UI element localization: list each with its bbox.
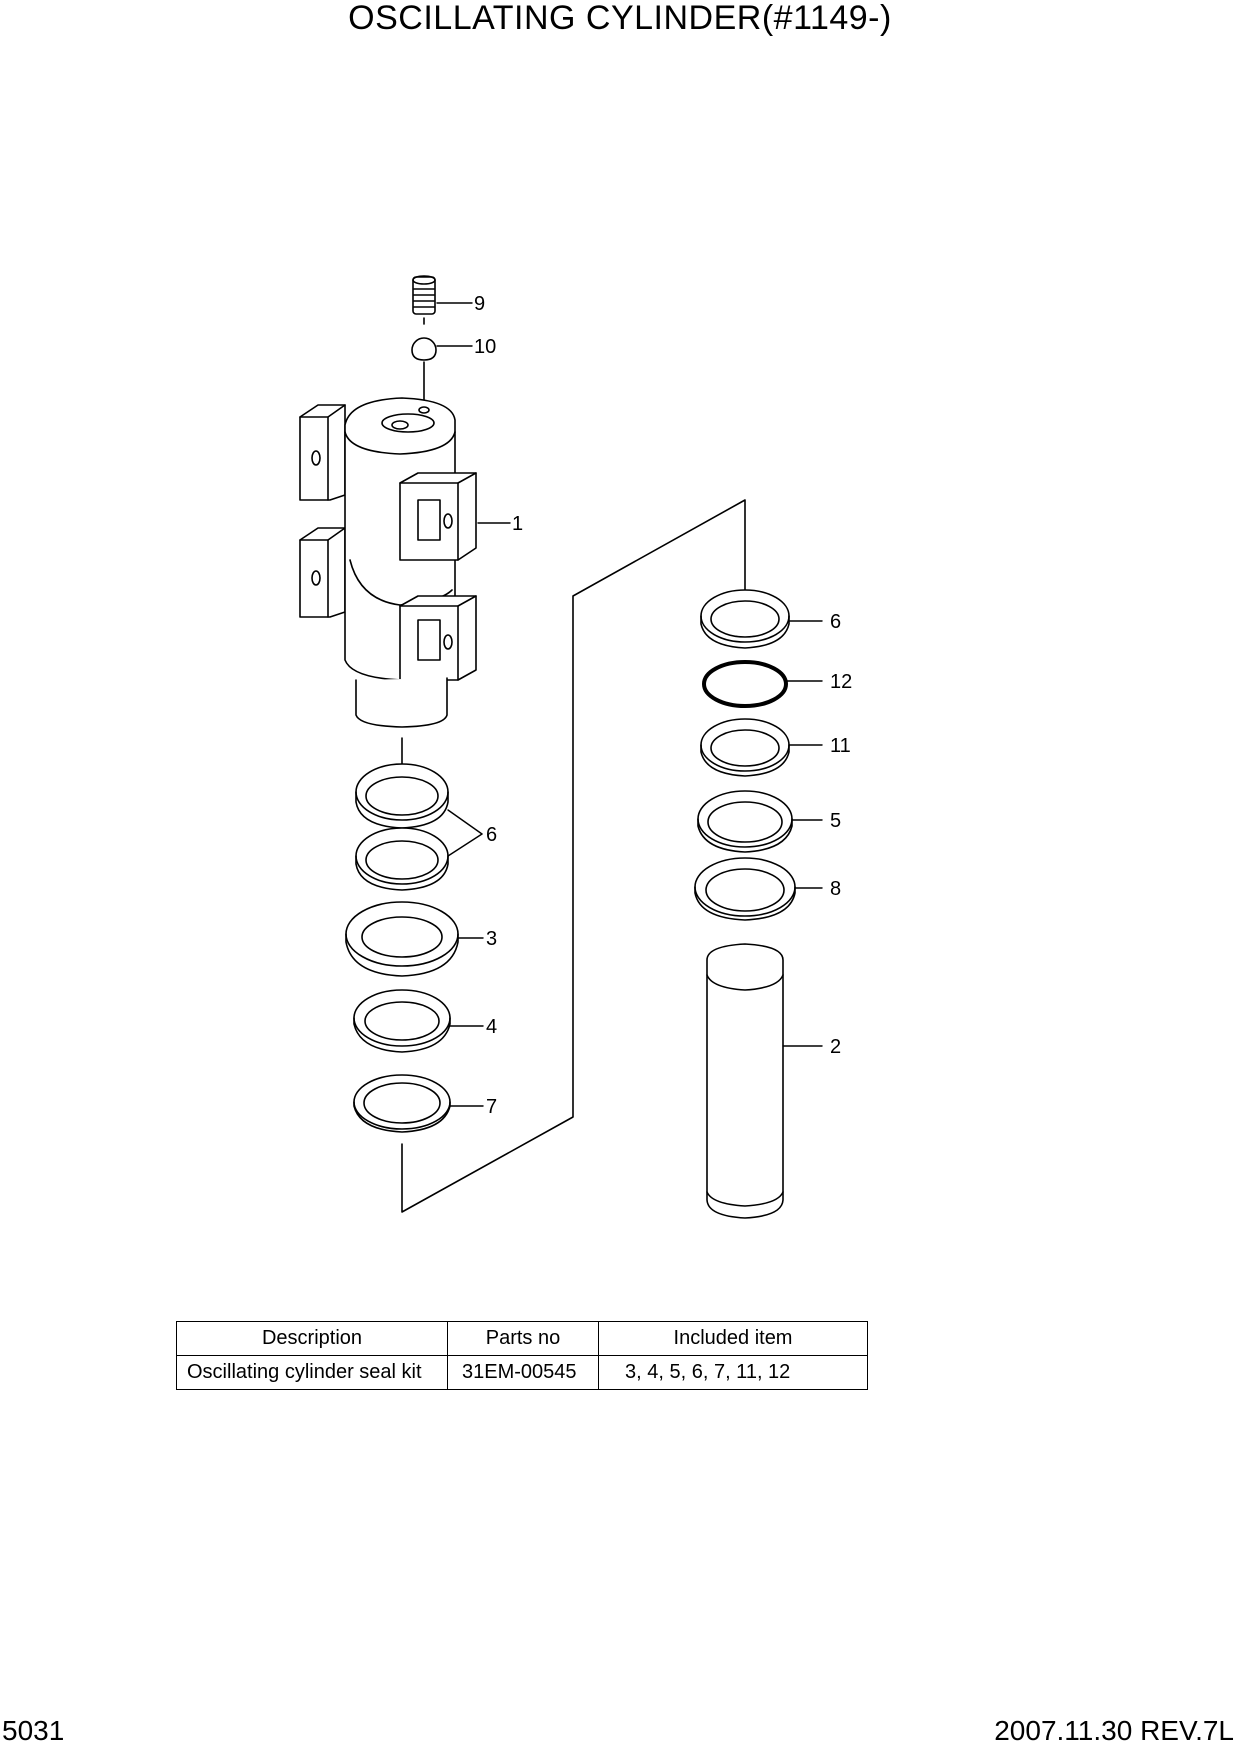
page-number: 5031 [2,1715,65,1746]
callout-4: 4 [486,1016,497,1038]
callout-5: 5 [830,810,841,832]
leader-lines [436,302,823,1107]
table-header-row: Description Parts no Included item [176,1321,868,1356]
callout-3: 3 [486,928,497,950]
column-header-description: Description [176,1321,448,1356]
seal-ring-part-5 [697,790,793,853]
column-header-parts-no: Parts no [447,1321,599,1356]
seal-ring-part-7 [353,1074,451,1133]
callout-11: 11 [830,735,851,757]
set-screw-part-9 [412,275,436,325]
callout-1: 1 [512,513,523,535]
seal-ring-part-11 [700,718,790,777]
callout-6-left: 6 [486,824,497,846]
callout-6-right: 6 [830,611,841,633]
column-header-included-item: Included item [598,1321,868,1356]
o-ring-part-12 [702,660,788,708]
callout-9: 9 [474,293,485,315]
table-row: Oscillating cylinder seal kit 31EM-00545… [176,1355,868,1390]
callout-10: 10 [474,336,496,358]
seal-kit-table: Description Parts no Included item Oscil… [176,1321,868,1390]
seal-ring-part-8 [694,857,796,921]
seal-ring-part-4 [353,989,451,1053]
seal-ring-part-6-right [700,589,790,649]
assembly-line [401,499,746,1213]
callout-2: 2 [830,1036,841,1058]
cell-included-item: 3, 4, 5, 6, 7, 11, 12 [598,1355,868,1390]
seal-ring-part-6-lower [355,827,449,891]
revision-date: 2007.11.30 REV.7L [994,1715,1234,1746]
callout-7: 7 [486,1096,497,1118]
cell-description: Oscillating cylinder seal kit [176,1355,448,1390]
seal-ring-part-3 [345,901,459,977]
cylinder-body-part-1 [299,397,477,791]
seal-ring-part-6-upper [355,763,449,829]
callout-8: 8 [830,878,841,900]
page-title: OSCILLATING CYLINDER(#1149-) [348,0,892,37]
pin-part-2 [706,943,784,1219]
cell-parts-no: 31EM-00545 [447,1355,599,1390]
callout-labels: 9 10 1 6 3 4 7 6 12 11 5 8 2 [474,293,852,1118]
callout-12: 12 [830,671,852,693]
